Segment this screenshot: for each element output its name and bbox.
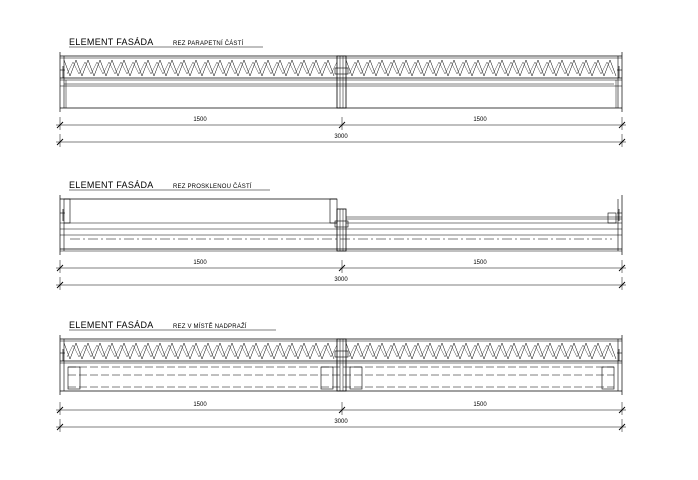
section-1-tick-0 xyxy=(56,121,64,129)
section-1-insulation-1 xyxy=(63,59,335,77)
section-1-tick-total-0 xyxy=(56,138,64,146)
section-3-subtitle: REZ V MÍSTĚ NADPRAŽÍ xyxy=(173,322,247,330)
section-1: ELEMENT FASÁDA REZ PARAPETNÍ ČÁSTÍ 1500 … xyxy=(56,37,626,147)
section-2-tick-total-1 xyxy=(618,281,626,289)
section-2-sash-right xyxy=(607,212,617,224)
section-1-tick-total-1 xyxy=(618,138,626,146)
section-3: ELEMENT FASÁDA REZ V MÍSTĚ NADPRAŽÍ 1500… xyxy=(56,320,626,432)
section-3-tick-total-1 xyxy=(618,423,626,431)
section-2-subtitle: REZ PROSKLENOU ČÁSTÍ xyxy=(173,183,252,190)
section-3-blind-box-b-2 xyxy=(601,366,615,390)
section-2-sash-left xyxy=(63,198,71,224)
section-1-title: ELEMENT FASÁDA xyxy=(69,37,154,47)
section-2-tick-total-0 xyxy=(56,281,64,289)
section-3-insulation-1 xyxy=(63,342,335,360)
section-1-tick-2 xyxy=(618,121,626,129)
section-2-title: ELEMENT FASÁDA xyxy=(69,180,154,190)
section-1-subtitle: REZ PARAPETNÍ ČÁSTÍ xyxy=(173,40,243,47)
section-2-dim-right: 1500 xyxy=(473,260,487,266)
section-3-dimensions: 1500 1500 3000 xyxy=(56,402,626,432)
section-1-dim-right: 1500 xyxy=(473,117,487,123)
section-2: ELEMENT FASÁDA REZ PROSKLENOU ČÁSTÍ 1500… xyxy=(56,180,626,290)
section-1-dim-left: 1500 xyxy=(193,117,207,123)
section-3-panel xyxy=(59,335,623,395)
section-3-joint-gasket xyxy=(334,350,349,358)
section-3-tick-total-0 xyxy=(56,423,64,431)
section-3-blind-box-b-1 xyxy=(320,366,334,390)
section-2-tick-0 xyxy=(56,264,64,272)
section-2-dim-left: 1500 xyxy=(193,260,207,266)
section-2-dim-total: 3000 xyxy=(334,277,348,283)
section-3-title: ELEMENT FASÁDA xyxy=(69,320,154,330)
section-3-blind-box-a-1 xyxy=(67,366,81,390)
section-1-joint-gasket xyxy=(334,67,349,75)
section-3-insulation-2-inner xyxy=(348,344,614,358)
section-3-dim-left: 1500 xyxy=(193,402,207,408)
section-1-insulation-2-inner xyxy=(348,61,614,75)
section-2-joint-gasket xyxy=(334,220,349,228)
section-1-joint-frame xyxy=(336,55,347,109)
section-3-joint-frame xyxy=(336,338,347,392)
section-2-joint-frame xyxy=(336,208,347,252)
section-2-dimensions: 1500 1500 3000 xyxy=(56,260,626,290)
section-3-dim-right: 1500 xyxy=(473,402,487,408)
section-3-tick-2 xyxy=(618,406,626,414)
section-3-blind-box-a-2 xyxy=(349,366,363,390)
section-3-tick-1 xyxy=(338,406,346,414)
section-3-dim-total: 3000 xyxy=(334,419,348,425)
section-2-panel xyxy=(59,195,623,255)
section-1-insulation-2 xyxy=(345,59,617,77)
section-3-insulation-1-inner xyxy=(66,344,338,358)
section-2-tick-2 xyxy=(618,264,626,272)
section-1-dim-total: 3000 xyxy=(334,134,348,140)
section-3-insulation-2 xyxy=(345,342,617,360)
section-2-sash-mid-left xyxy=(329,198,338,224)
section-3-tick-0 xyxy=(56,406,64,414)
section-1-tick-1 xyxy=(338,121,346,129)
section-1-insulation-1-inner xyxy=(66,61,338,75)
section-2-tick-1 xyxy=(338,264,346,272)
section-1-panel xyxy=(59,52,623,112)
section-1-dimensions: 1500 1500 3000 xyxy=(56,117,626,147)
